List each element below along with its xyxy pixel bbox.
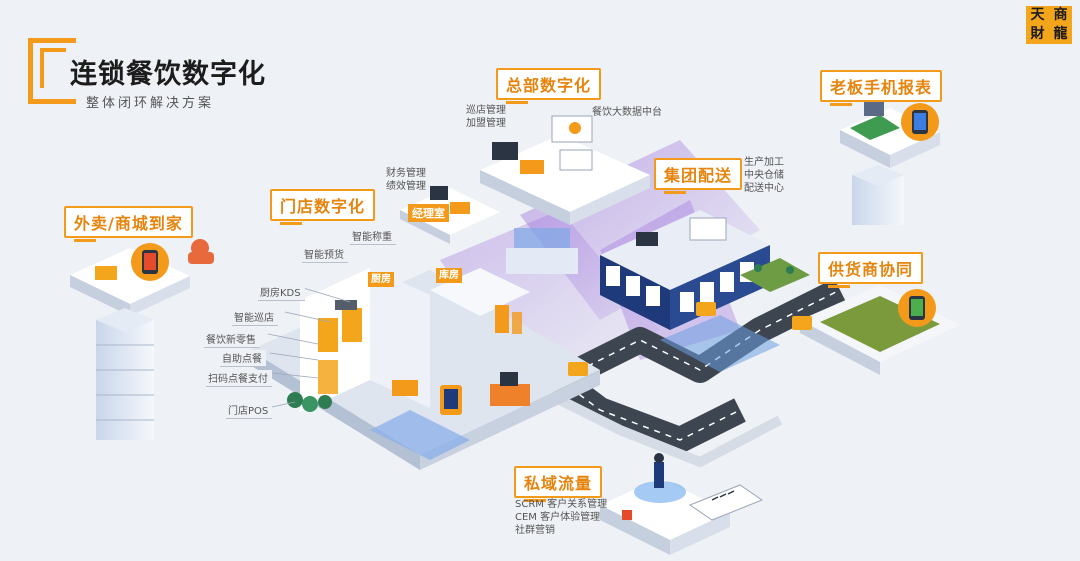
logo-char: 天 (1030, 7, 1045, 23)
store-tag: 智能预货 (302, 246, 348, 263)
distribution-center-building (600, 210, 780, 372)
private-note: 社群营销 (515, 525, 555, 536)
hq-note-right: 餐饮大数据中台 (592, 107, 662, 118)
logo-char: 商 (1053, 7, 1068, 23)
private-notes: SCRM 客户关系管理 CEM 客户体验管理 社群营销 (515, 498, 607, 537)
store-tag: 智能巡店 (232, 309, 278, 326)
store-note: 财务管理 (386, 168, 426, 179)
group-note: 中央仓储 (744, 170, 784, 181)
store-tag: 智能称重 (350, 228, 396, 245)
store-tag: 自助点餐 (220, 350, 266, 367)
logo-char: 龍 (1053, 26, 1068, 42)
boss-phone-platform (840, 100, 940, 225)
store-tag: 扫码点餐支付 (206, 370, 272, 387)
section-label-hq: 总部数字化 (496, 68, 602, 104)
group-note: 生产加工 (744, 157, 784, 168)
hq-platform (480, 115, 650, 274)
private-note: SCRM 客户关系管理 (515, 499, 608, 510)
tag-leaders (267, 286, 351, 408)
store-note: 绩效管理 (386, 181, 426, 192)
section-label-group-distribution: 集团配送 (654, 158, 743, 194)
private-traffic-platform (600, 453, 764, 555)
hq-note: 巡店管理 (466, 105, 506, 116)
page-subtitle: 整体闭环解决方案 (86, 96, 215, 111)
title-bracket-inner-icon (40, 48, 66, 88)
title-bracket-icon (28, 38, 76, 104)
section-label-delivery: 外卖/商城到家 (64, 206, 193, 242)
hq-notes-left: 巡店管理 加盟管理 (466, 104, 506, 130)
kitchen-sign: 厨房 (368, 272, 394, 287)
page-title: 连锁餐饮数字化 (70, 59, 266, 90)
manager-office-badge: 经理室 (408, 204, 449, 222)
supplier-farm-platform (740, 258, 960, 375)
section-label-supplier: 供货商协同 (818, 252, 924, 288)
warehouse-sign: 库房 (436, 268, 462, 283)
store-tag: 餐饮新零售 (204, 331, 260, 348)
store-platform (250, 268, 600, 470)
group-note: 配送中心 (744, 183, 784, 194)
store-tag: 厨房KDS (258, 284, 305, 301)
delivery-trucks (568, 302, 812, 376)
delivery-platform (70, 239, 214, 440)
hq-note: 加盟管理 (466, 118, 506, 129)
logo-char: 財 (1030, 26, 1045, 42)
private-note: CEM 客户体验管理 (515, 512, 601, 523)
brand-logo: 天 商 財 龍 (1026, 6, 1072, 44)
section-label-boss-reports: 老板手机报表 (820, 70, 943, 106)
group-notes: 生产加工 中央仓储 配送中心 (744, 156, 784, 195)
section-label-private-traffic: 私域流量 (514, 466, 603, 502)
store-notes: 财务管理 绩效管理 (386, 167, 426, 193)
section-label-store: 门店数字化 (270, 189, 376, 225)
store-tag: 门店POS (226, 402, 273, 419)
